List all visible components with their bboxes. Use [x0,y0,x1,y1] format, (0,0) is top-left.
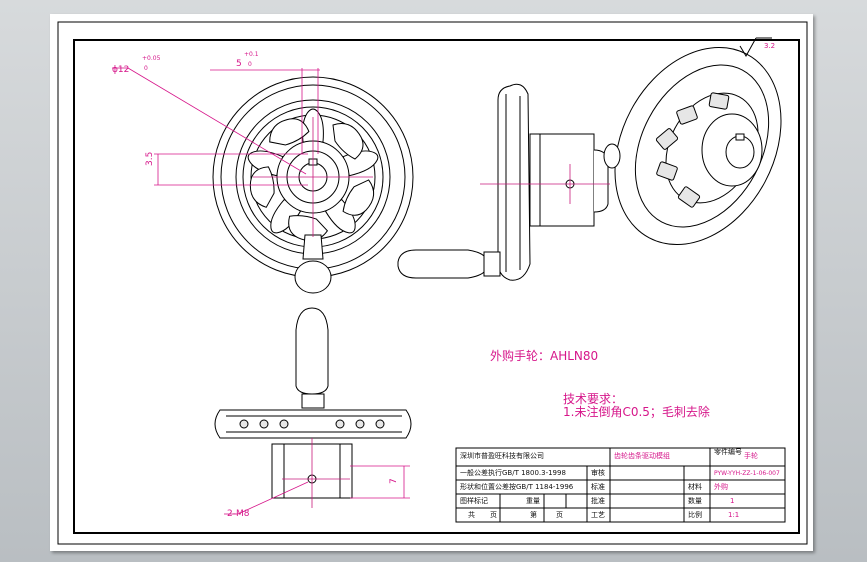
tb-row4-c: 第 [530,511,537,519]
dimension-texts: ϕ12 +0.05 0 5 +0.1 0 3.5 3.2 7 2-M8 [112,42,775,519]
dim-7: 7 [389,478,399,484]
tb-scale-label: 比例 [688,511,702,519]
tb-qty: 1 [730,497,735,505]
dim-hole: 2-M8 [227,509,250,519]
handle-bottom [295,307,329,395]
tb-row4-b: 页 [490,511,497,519]
tb-row2-a: 标准 [591,483,605,491]
hub-side [529,133,595,227]
roughness-value: 3.2 [764,42,775,50]
side-view [397,83,610,281]
dim-tol-zero-1: 0 [144,65,148,72]
tb-row1-std: 一般公差执行GB/T 1800.3-1998 [460,469,566,477]
dimensions-front [112,67,320,186]
dim-tol-plus-01: +0.1 [244,51,259,58]
title-block-grid [455,447,786,523]
tb-row4-d: 页 [556,511,563,519]
tb-row2-std: 形状和位置公差按GB/T 1184-1996 [460,483,574,491]
tb-company: 深圳市普盈旺科技有限公司 [460,452,544,460]
bottom-view [214,307,412,508]
tb-row3-b: 重量 [526,497,540,505]
tb-row4-e: 工艺 [591,511,605,519]
drawing-sheet: ϕ12 +0.05 0 5 +0.1 0 3.5 3.2 7 2-M8 [50,14,813,551]
tb-qty-label: 数量 [688,497,702,505]
dim-5: 5 [236,59,242,69]
tb-row3-c: 批准 [591,497,605,505]
tb-part-desc: 齿轮齿条驱动模组 [614,452,670,460]
tb-row4-a: 共 [468,511,475,519]
tech-requirements-heading: 技术要求： [563,392,624,406]
tb-row1-a: 审核 [591,469,605,477]
tb-part-name: 手轮 [744,452,758,460]
tb-drawing-no: PYW-YYH-ZZ-1-06-007 [714,470,780,477]
dim-3-5: 3.5 [145,152,155,166]
title-label: 外购手轮：AHLN80 [490,349,599,363]
dim-tol-plus-small: +0.05 [142,55,161,62]
dim-dia-12: ϕ12 [112,65,129,75]
drawing-canvas: ϕ12 +0.05 0 5 +0.1 0 3.5 3.2 7 2-M8 [57,21,808,545]
rim-side [497,83,531,281]
outer-frame [57,21,808,545]
iso-view [603,37,782,246]
rim-bottom [214,409,412,439]
dim-tol-zero-2: 0 [248,61,252,68]
inner-frame [73,39,800,534]
dimensions-bottom [224,465,410,515]
front-view [212,76,414,294]
tech-requirements-note: 1.未注倒角C0.5；毛刺去除 [563,405,710,419]
handle-knob [294,234,332,294]
handle-side [397,249,485,279]
tb-part-no-label: 零件编号 [714,448,742,456]
tb-scale: 1:1 [728,511,740,519]
tb-row3-a: 图样标记 [460,497,488,505]
tb-material: 外购 [714,483,728,491]
tb-material-label: 材料 [688,483,702,491]
